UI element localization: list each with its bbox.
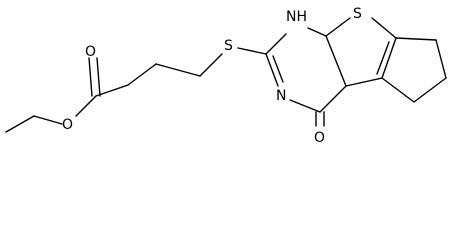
bond-s-c2 [237,47,267,55]
bond-ethyl-ch2-o [33,115,63,125]
thiophene-ring [325,17,397,87]
bond-c8a-c9 [395,37,437,41]
bond-o-carbonylc [75,95,97,117]
bond-c4-c4a [319,85,347,113]
atom-label-nh: NH [286,9,307,25]
bond-c2-n3-a [265,53,279,87]
atom-label-o-keto: O [314,130,325,146]
ethyl-ester-chain [5,53,223,133]
bond-carbonyl-double-b [96,57,101,97]
atom-label-o-carbonyl: O [85,44,96,60]
structure-canvas: O O S NH S N O [5,6,447,146]
bond-chain-3 [155,63,201,77]
bond-c7a-s [325,17,351,37]
bond-c4b-c4a [345,77,383,87]
bond-s-c8a [371,17,397,39]
bond-c9-c10 [435,39,447,79]
bond-c4a-c7a [325,35,347,87]
bond-c8a-c4b-b [376,41,390,75]
bond-chain-2 [127,63,157,86]
bond-c11-c4b [381,77,415,103]
atom-label-s-thiophene: S [353,6,362,22]
cyclopentane-ring [381,37,447,103]
bond-c10-c11 [413,77,447,103]
molecule-structure: O O S NH S N O [5,6,447,146]
bond-n1h-c7a [307,27,327,37]
atom-label-s-thioether: S [224,38,233,54]
atom-label-o-ester: O [62,117,73,133]
bond-c2-n1h [265,33,287,55]
bond-chain-1 [95,84,129,97]
atom-label-n-ring: N [276,88,286,104]
bond-n3-c4 [289,99,321,113]
bond-c2-n3-b [272,55,284,83]
bond-ethyl-ch3 [5,115,35,133]
bond-c8a-c4b-a [381,37,397,79]
pyrimidinone-ring [265,27,347,127]
bond-carbonyl-double-a [88,57,93,97]
bond-chain-s [199,53,223,77]
